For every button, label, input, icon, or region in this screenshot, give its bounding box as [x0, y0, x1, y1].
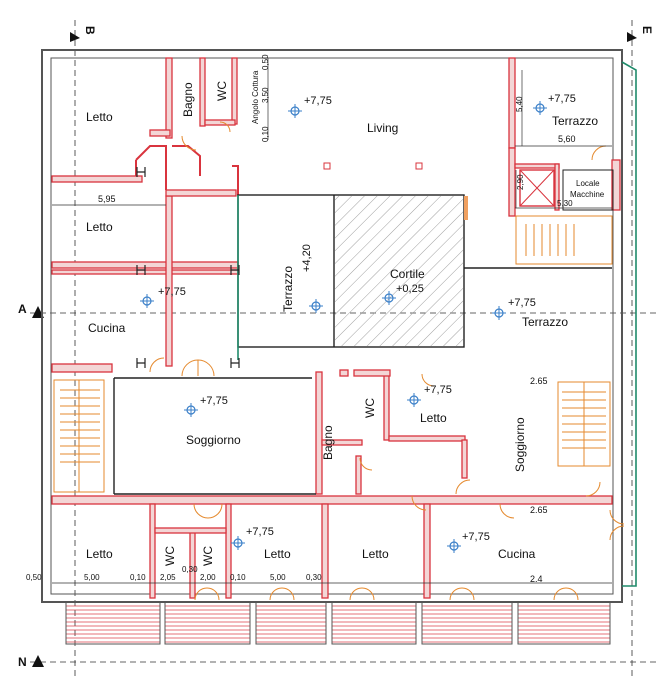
elevation-marker-living [287, 103, 303, 119]
room-terrazzo-mid: Terrazzo [281, 266, 295, 312]
corner-wall-n [172, 145, 201, 176]
elevation-marker-soggiorno [183, 402, 199, 418]
dim-050: 0,50 [261, 54, 270, 70]
locale-macchine-box [562, 169, 614, 211]
room-wc-c: WC [363, 398, 377, 418]
room-letto-s2: Letto [264, 547, 291, 561]
dim-bottom-0: 0,50 [26, 573, 42, 582]
axis-label-e: E [640, 26, 654, 34]
room-wc-n: WC [215, 81, 229, 101]
balconies [65, 601, 611, 645]
room-locale-label-1: Locale [576, 179, 600, 188]
room-wc-s2: WC [201, 546, 215, 566]
elevation-marker-letto-s [230, 535, 246, 551]
room-angolo-cottura: Angolo Cottura [251, 70, 260, 124]
column-marks [136, 167, 240, 368]
elevation-terrazzo-ne: +7,75 [548, 93, 576, 105]
axis-markers [32, 32, 637, 667]
stairs [53, 215, 613, 493]
elevation-cucina-w: +7,75 [158, 286, 186, 298]
room-soggiorno-e: Soggiorno [513, 417, 527, 472]
elevation-marker-cucina-se [446, 538, 462, 554]
cortile-hatch [335, 196, 463, 346]
room-bagno-c: Bagno [321, 425, 335, 460]
dim-010: 0,10 [261, 126, 270, 142]
room-letto-nw: Letto [86, 110, 113, 124]
dim-530: 5,30 [557, 199, 573, 208]
room-bagno-n: Bagno [181, 82, 195, 117]
dim-bottom-5: 0,10 [230, 573, 246, 582]
room-soggiorno-c: Soggiorno [186, 433, 241, 447]
elevation-marker-terrazzo-ne [532, 100, 548, 116]
room-locale-macchine: Locale Macchine [570, 179, 605, 199]
axis-marker-e [627, 32, 637, 42]
elevator-shaft [519, 169, 555, 207]
room-cortile: Cortile [390, 267, 425, 281]
dim-540: 5,40 [515, 96, 524, 112]
elevation-marker-terrazzo-mid [308, 298, 324, 314]
dim-bottom-3: 2,05 [160, 573, 176, 582]
terrace-edge [621, 61, 637, 587]
cortile-post [464, 196, 468, 220]
dim-595: 5,95 [98, 194, 116, 204]
room-letto-c: Letto [420, 411, 447, 425]
dim-290: 2,90 [516, 174, 525, 190]
corner-wall-nw [135, 145, 167, 190]
dimension-lines [52, 58, 612, 584]
room-terrazzo-e: Terrazzo [522, 315, 568, 329]
elevation-terrazzo-mid: +4,20 [301, 244, 313, 272]
elevator-cross [519, 169, 555, 207]
dim-bottom-2: 0,10 [130, 573, 146, 582]
corner-wall-living [232, 165, 239, 196]
dim-bottom-4: 2,00 [200, 573, 216, 582]
elevation-terrazzo-e: +7,75 [508, 297, 536, 309]
elevation-soggiorno-c: +7,75 [200, 395, 228, 407]
living-markers [323, 162, 423, 170]
room-terrazzo-ne: Terrazzo [552, 114, 598, 128]
axis-label-a: A [18, 302, 27, 316]
room-cucina-w: Cucina [88, 321, 126, 335]
dim-bottom-6: 5,00 [270, 573, 286, 582]
room-letto-w2: Letto [86, 220, 113, 234]
elevation-letto-c: +7,75 [424, 384, 452, 396]
elevation-cucina-se: +7,75 [462, 531, 490, 543]
elevation-letto-s2: +7,75 [246, 526, 274, 538]
dim-030: 0,30 [182, 565, 198, 574]
dim-265a: 2.65 [530, 376, 548, 386]
elevation-living: +7,75 [304, 95, 332, 107]
dim-350: 3,50 [261, 87, 270, 103]
elevation-cortile: +0,25 [396, 283, 424, 295]
axis-marker-b [70, 32, 80, 42]
room-letto-s3: Letto [362, 547, 389, 561]
dim-24: 2.4 [530, 574, 543, 584]
dim-560: 5,60 [558, 134, 576, 144]
room-cucina-se: Cucina [498, 547, 536, 561]
axis-label-b: B [83, 26, 97, 35]
room-living: Living [367, 121, 398, 135]
axis-label-n: N [18, 655, 27, 669]
axis-marker-n [32, 655, 44, 667]
dim-265b: 2.65 [530, 505, 548, 515]
room-wc-s1: WC [163, 546, 177, 566]
elevation-marker-terrazzo-e [491, 305, 507, 321]
elevation-marker-letto-c [406, 392, 422, 408]
elevation-marker-cucina-w [139, 293, 155, 309]
dim-bottom-1: 5,00 [84, 573, 100, 582]
room-locale-label-2: Macchine [570, 190, 605, 199]
room-letto-sw: Letto [86, 547, 113, 561]
dim-bottom-7: 0,30 [306, 573, 322, 582]
